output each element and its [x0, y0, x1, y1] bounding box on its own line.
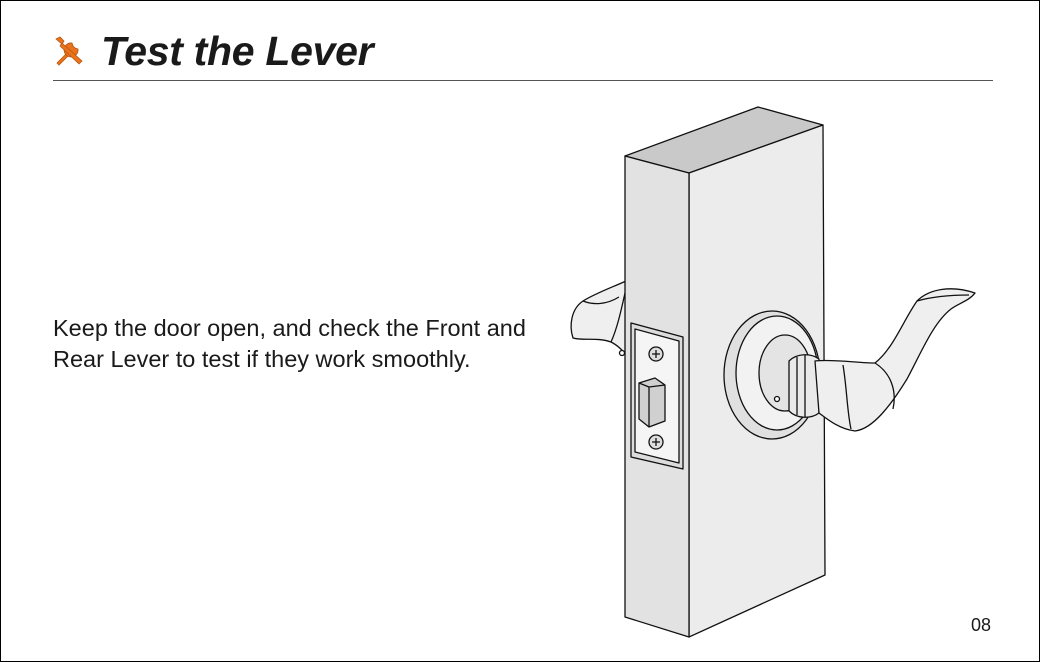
tools-icon [53, 34, 87, 68]
page-title: Test the Lever [101, 27, 373, 75]
door-lever-illustration [567, 101, 987, 641]
page-header: Test the Lever [53, 27, 373, 75]
page-number: 08 [971, 615, 991, 636]
instruction-text: Keep the door open, and check the Front … [53, 313, 573, 375]
header-divider [53, 80, 993, 81]
